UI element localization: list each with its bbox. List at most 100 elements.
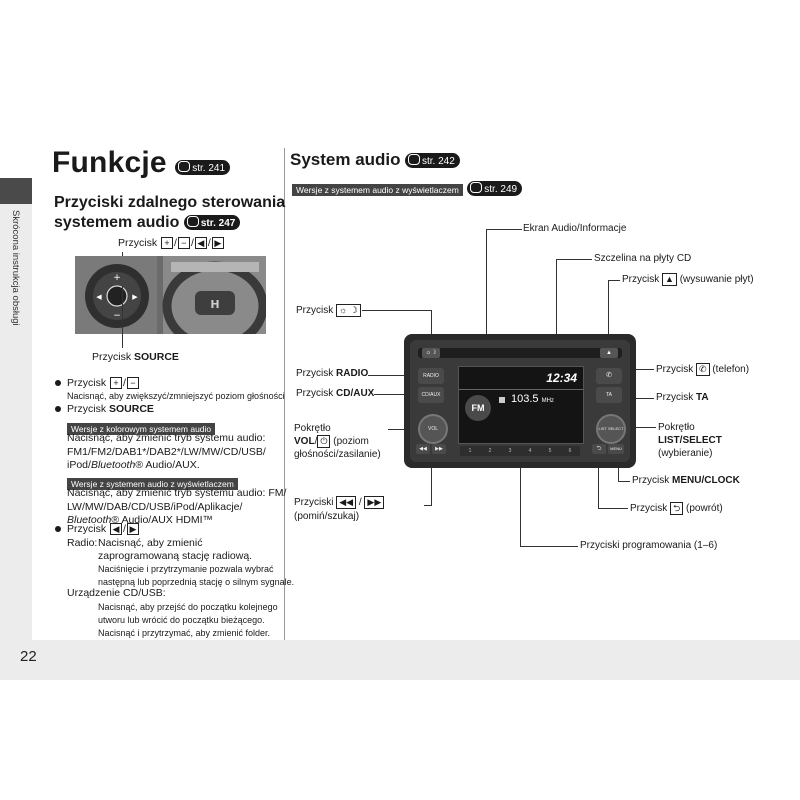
signal-icon [499, 397, 505, 403]
brightness-icon: ☼ ☽ [336, 304, 361, 317]
leader-line [122, 286, 123, 348]
label-brightness: Przycisk ☼ ☽ [296, 304, 361, 317]
side-tab-label: Skrócona instrukcja obsługi [10, 210, 21, 326]
svg-text:▶: ▶ [132, 293, 138, 301]
minus-icon: − [178, 237, 190, 249]
prev-arrow-icon: ◀ [195, 237, 207, 249]
label-screen: Ekran Audio/Informacje [523, 223, 626, 234]
skip-forward-button[interactable]: ▶▶ [432, 444, 446, 454]
leader-line [608, 280, 620, 281]
label-presets: Przyciski programowania (1–6) [580, 540, 717, 551]
page-footer [0, 640, 800, 680]
section-page-ref[interactable]: str. 242 [405, 153, 460, 168]
vol-knob[interactable]: VOL [418, 414, 448, 444]
list-select-knob[interactable]: LIST SELECT [596, 414, 626, 444]
radio-label: Radio: [67, 537, 97, 549]
subtitle-line-2: systemem audio [54, 214, 179, 231]
cd-usb-label: Urządzenie CD/USB: [67, 587, 166, 599]
phone-icon: ✆ [696, 363, 710, 376]
next-arrow-icon: ▶ [212, 237, 224, 249]
cdaux-button[interactable]: CD/AUX [418, 387, 444, 403]
leader-line [424, 505, 432, 506]
next-arrow-icon: ▶ [127, 523, 139, 535]
preset-button[interactable]: 6 [569, 448, 572, 454]
audio-screen: 12:34 FM 103.5 MHz [458, 366, 584, 444]
leader-line [618, 481, 630, 482]
leader-line [520, 461, 521, 546]
bullet-volume: Przycisk +/− [55, 377, 140, 389]
right-version-row: Wersje z systemem audio z wyświetlaczem … [292, 180, 522, 198]
preset-button[interactable]: 1 [469, 448, 472, 454]
side-tab-marker [0, 178, 32, 204]
title-page-ref[interactable]: str. 241 [175, 160, 230, 175]
back-button[interactable]: ⮌ [592, 444, 606, 454]
skip-back-button[interactable]: ◀◀ [416, 444, 430, 454]
left-subtitle: Przyciski zdalnego sterowania systemem a… [54, 193, 285, 233]
preset-button[interactable]: 2 [489, 448, 492, 454]
label-back: Przycisk ⮌ (powrót) [630, 502, 723, 515]
leader-line [486, 229, 522, 230]
preset-row: 1 2 3 4 5 6 [460, 446, 580, 456]
radio-button[interactable]: RADIO [418, 368, 444, 384]
right-title-row: System audio str. 242 [290, 150, 460, 170]
plus-icon: + [161, 237, 173, 249]
ta-button[interactable]: TA [596, 387, 622, 403]
subtitle-line-1: Przyciski zdalnego sterowania [54, 193, 285, 213]
power-icon: ⏻ [317, 435, 330, 448]
bullet-seek: Przycisk ◀/▶ [55, 523, 140, 535]
preset-button[interactable]: 3 [509, 448, 512, 454]
leader-line [362, 310, 432, 311]
label-radio: Przycisk RADIO [296, 368, 368, 379]
cd-usb-desc: Nacisnąć, aby przejść do początku kolejn… [98, 601, 278, 640]
label-vol: Pokrętło VOL/⏻ (poziom głośności/zasilan… [294, 422, 381, 461]
minus-icon: − [127, 377, 139, 389]
photo-bottom-label: Przycisk SOURCE [92, 351, 179, 363]
audio-unit: ☼☽ ▲ RADIO CD/AUX VOL ◀◀ ▶▶ 12:34 FM 103… [404, 334, 636, 468]
back-icon: ⮌ [670, 502, 683, 515]
screen-band: FM [465, 395, 491, 421]
prev-arrow-icon: ◀ [110, 523, 122, 535]
leader-line [520, 546, 578, 547]
leader-line [556, 259, 592, 260]
color-mode-text: Nacisnąć, aby zmienić tryb systemu audio… [67, 432, 266, 473]
plus-icon: + [110, 377, 122, 389]
label-cd-slot: Szczelina na płyty CD [594, 253, 691, 264]
subtitle-page-ref[interactable]: str. 247 [184, 215, 240, 230]
skip-back-icon: ◀◀ [336, 496, 356, 509]
svg-text:−: − [113, 311, 121, 321]
cd-slot [418, 348, 622, 358]
label-skip: Przyciski ◀◀ / ▶▶ (pomiń/szukaj) [294, 496, 384, 524]
page-number: 22 [20, 648, 37, 665]
preset-button[interactable]: 4 [529, 448, 532, 454]
page-title: Funkcje [52, 146, 167, 179]
radio-desc: Nacisnąć, aby zmienić zaprogramowaną sta… [98, 537, 294, 589]
section-title: System audio [290, 150, 401, 169]
leader-line [598, 508, 628, 509]
screen-divider [459, 389, 583, 390]
display-mode-text: Nacisnąć, aby zmienić tryb systemu audio… [67, 487, 286, 528]
screen-time: 12:34 [546, 371, 577, 385]
page-top-margin [0, 0, 800, 138]
eject-button[interactable]: ▲ [600, 348, 618, 358]
eject-icon: ▲ [662, 273, 677, 286]
label-ta: Przycisk TA [656, 392, 709, 403]
screen-frequency: 103.5 MHz [511, 393, 554, 405]
label-menu: Przycisk MENU/CLOCK [632, 475, 740, 486]
version-box: Wersje z systemem audio z wyświetlaczem [292, 184, 463, 196]
label-list-select: Pokrętło LIST/SELECT (wybieranie) [658, 421, 722, 460]
label-eject: Przycisk ▲ (wysuwanie płyt) [622, 273, 754, 286]
menu-button[interactable]: MENU [608, 444, 624, 454]
bullet-source: Przycisk SOURCE [55, 403, 154, 415]
version-page-ref[interactable]: str. 249 [467, 181, 522, 196]
svg-text:◀: ◀ [96, 293, 102, 301]
skip-forward-icon: ▶▶ [364, 496, 384, 509]
svg-text:H: H [210, 298, 219, 311]
photo-top-label: Przycisk +/−/◀/▶ [118, 237, 225, 249]
left-title-row: Funkcje str. 241 [52, 146, 230, 180]
brightness-button[interactable]: ☼☽ [422, 348, 440, 358]
label-phone: Przycisk ✆ (telefon) [656, 363, 749, 376]
steering-wheel-photo: + − ◀ ▶ H [75, 256, 266, 334]
phone-button[interactable]: ✆ [596, 368, 622, 384]
preset-button[interactable]: 5 [549, 448, 552, 454]
label-cdaux: Przycisk CD/AUX [296, 388, 374, 399]
